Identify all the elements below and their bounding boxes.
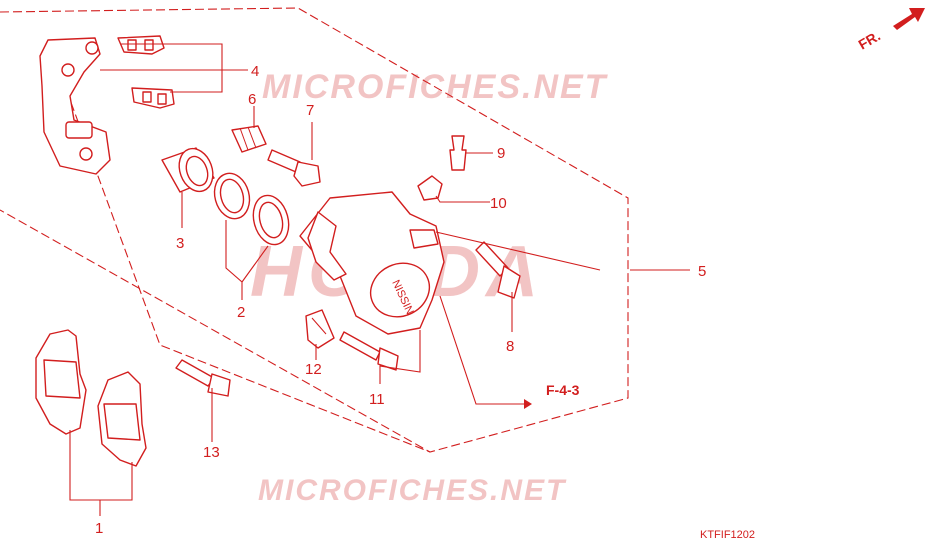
callout-1: 1 [95,520,103,537]
part-bracket [39,37,111,175]
callout-7: 7 [306,102,314,119]
part-caliper-bolt [475,241,521,299]
front-direction-label: FR. [856,27,884,52]
callout-11: 11 [369,391,385,408]
part-caliper-pin [339,331,399,371]
callout-2: 2 [237,304,245,321]
callout-3: 3 [176,235,184,252]
part-bracket-bolt [175,359,231,397]
leader-lines [69,43,690,516]
callout-6: 6 [248,91,256,108]
part-pad-clips [117,35,175,109]
part-pin-bolt [267,149,321,187]
part-seal-set [213,172,290,246]
callout-9: 9 [497,145,505,162]
part-boot-large [305,309,335,349]
callout-12: 12 [305,361,322,378]
watermark-bottom: MICROFICHES.NET [258,474,567,507]
assembly-boundary [0,7,629,453]
callout-labels: 1 2 3 4 5 6 7 8 9 10 11 12 13 [95,63,706,537]
part-bleeder-screw [449,135,467,171]
callout-8: 8 [506,338,514,355]
part-caliper-body: NISSIN [299,191,445,335]
callout-13: 13 [203,444,220,461]
callout-4: 4 [251,63,259,80]
part-boot-small [231,125,267,153]
reference-arrow-icon [524,399,532,409]
part-brake-pads [35,329,147,467]
part-piston [161,147,215,193]
callout-5: 5 [698,263,706,280]
diagram-code: KTFIF1202 [700,529,755,541]
reference-label: F-4-3 [546,382,580,398]
part-bleeder-cap [417,175,443,201]
front-arrow-icon [893,8,925,30]
front-direction-indicator: FR. [856,8,925,53]
callout-10: 10 [490,195,507,212]
